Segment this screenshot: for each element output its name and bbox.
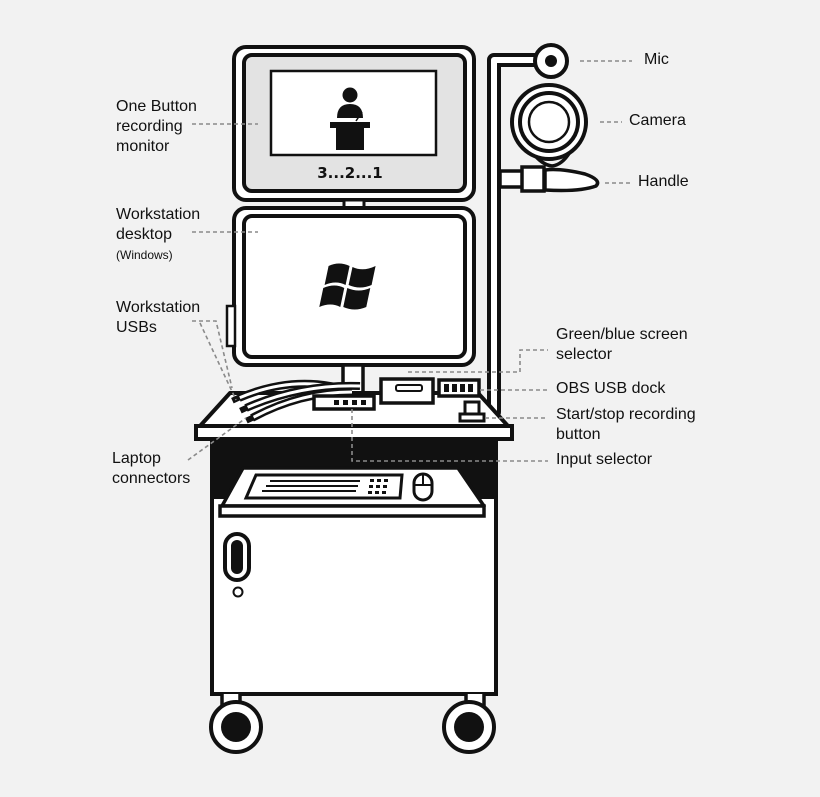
laptop-cables (231, 379, 361, 424)
label-line: Start/stop recording (556, 406, 696, 423)
keyboard-icon (243, 473, 404, 500)
label-line: desktop (116, 226, 173, 243)
left-caster (209, 694, 263, 754)
label-handle: Handle (638, 173, 689, 190)
label-line: selector (556, 346, 613, 363)
countdown-text: 3...2...1 (317, 164, 383, 182)
label-line: button (556, 426, 601, 443)
green-blue-selector (379, 377, 435, 405)
label-line: Green/blue screen (556, 326, 688, 343)
label-line: recording (116, 118, 183, 135)
leader-lines (187, 60, 632, 462)
input-selector (312, 394, 376, 411)
label-line: USBs (116, 319, 157, 336)
label-obs-usb-dock: OBS USB dock (556, 380, 666, 397)
label-line: Laptop (112, 450, 161, 467)
mouse-icon (412, 472, 434, 502)
mic-icon (533, 43, 569, 79)
label-mic: Mic (644, 51, 669, 68)
label-line: Workstation (116, 299, 201, 316)
obs-usb-dock (437, 378, 481, 398)
camera-pole (487, 53, 555, 419)
label-line: connectors (112, 470, 191, 487)
start-stop-button (458, 400, 486, 423)
cabinet-door-handle (223, 532, 251, 582)
camera-icon (510, 83, 588, 161)
label-line: One Button (116, 98, 197, 115)
label-camera: Camera (629, 112, 686, 129)
one-button-monitor (232, 45, 476, 202)
handle-icon (498, 167, 600, 193)
label-line: monitor (116, 138, 170, 155)
presenter-icon (330, 87, 370, 150)
windows-logo-icon (319, 263, 376, 310)
cabinet-lock-icon (232, 586, 244, 598)
label-input-selector: Input selector (556, 451, 653, 468)
workstation-monitor (225, 206, 476, 367)
right-caster (442, 694, 496, 754)
label-line: Workstation (116, 206, 201, 223)
label-line: (Windows) (116, 248, 173, 262)
keyboard-tray (218, 466, 486, 518)
